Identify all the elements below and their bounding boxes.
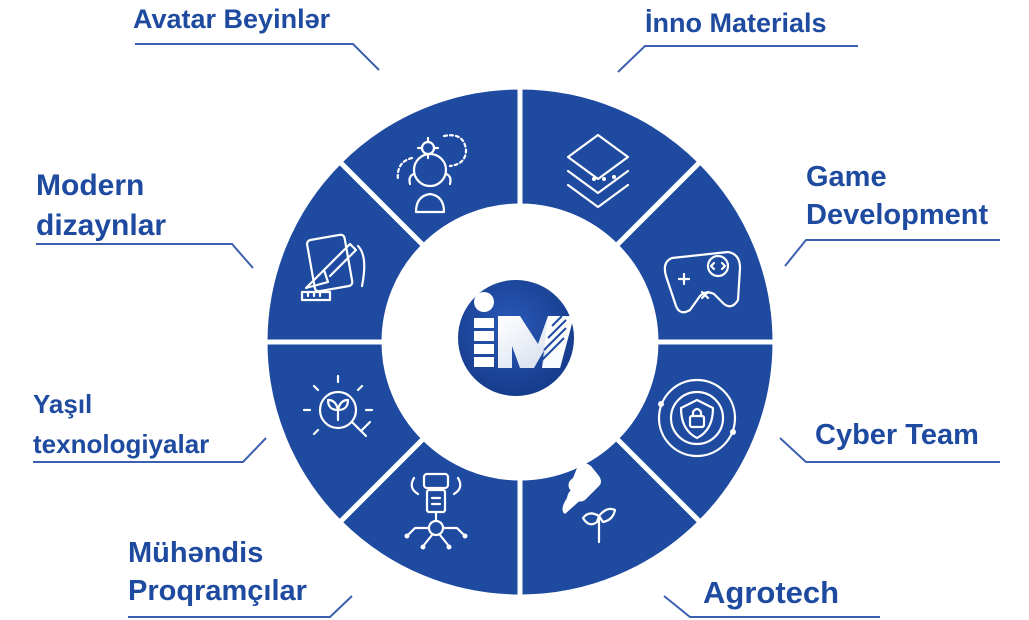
- leader-yasil-texnologiyalar: [33, 437, 267, 463]
- label-line: Modern: [36, 169, 145, 202]
- stacked-layers-icon: [566, 133, 630, 209]
- leader-agrotech: [663, 595, 880, 618]
- gamepad-code-icon: [663, 250, 742, 314]
- leader-avatar-beyinler: [135, 43, 380, 71]
- label-muhendis-proqramcilar: Mühəndis Proqramçılar: [128, 534, 307, 610]
- center-logo: [384, 206, 656, 478]
- label-line: Game: [806, 161, 887, 193]
- label-line: dizaynlar: [36, 209, 167, 242]
- head-with-gear-icon: [396, 134, 468, 214]
- label-yasil-texnologiyalar: Yaşıl texnologiyalar: [33, 384, 209, 464]
- label-line: Mühəndis: [128, 537, 264, 569]
- shield-lock-icon: [657, 378, 737, 458]
- label-inno-materials: İnno Materials: [645, 4, 827, 42]
- label-cyber-team: Cyber Team: [815, 416, 979, 454]
- label-line: Cyber Team: [815, 419, 979, 451]
- leader-game-development: [784, 239, 1000, 267]
- label-agrotech: Agrotech: [703, 574, 839, 612]
- leader-lines: [33, 43, 1000, 618]
- hand-plant-icon: [562, 463, 617, 544]
- label-line: Yaşıl: [33, 389, 93, 419]
- label-line: texnologiyalar: [33, 429, 210, 459]
- leaf-bulb-icon: [302, 374, 374, 438]
- leader-cyber-team: [779, 437, 1000, 463]
- label-game-development: Game Development: [806, 158, 988, 234]
- segment-icons: [300, 133, 742, 550]
- robot-arm-circuit-icon: [404, 472, 468, 550]
- label-line: Proqramçılar: [128, 575, 307, 607]
- leader-modern-dizaynlar: [36, 243, 254, 269]
- label-line: İnno Materials: [645, 8, 827, 38]
- label-line: Agrotech: [703, 575, 840, 610]
- design-tablet-icon: [300, 233, 366, 302]
- label-line: Avatar Beyinlər: [133, 4, 331, 34]
- leader-muhendis-proqramcilar: [128, 595, 353, 618]
- label-avatar-beyinler: Avatar Beyinlər: [133, 0, 330, 38]
- label-line: Development: [806, 199, 989, 231]
- label-modern-dizaynlar: Modern dizaynlar: [36, 166, 166, 246]
- leader-inno-materials: [617, 45, 858, 73]
